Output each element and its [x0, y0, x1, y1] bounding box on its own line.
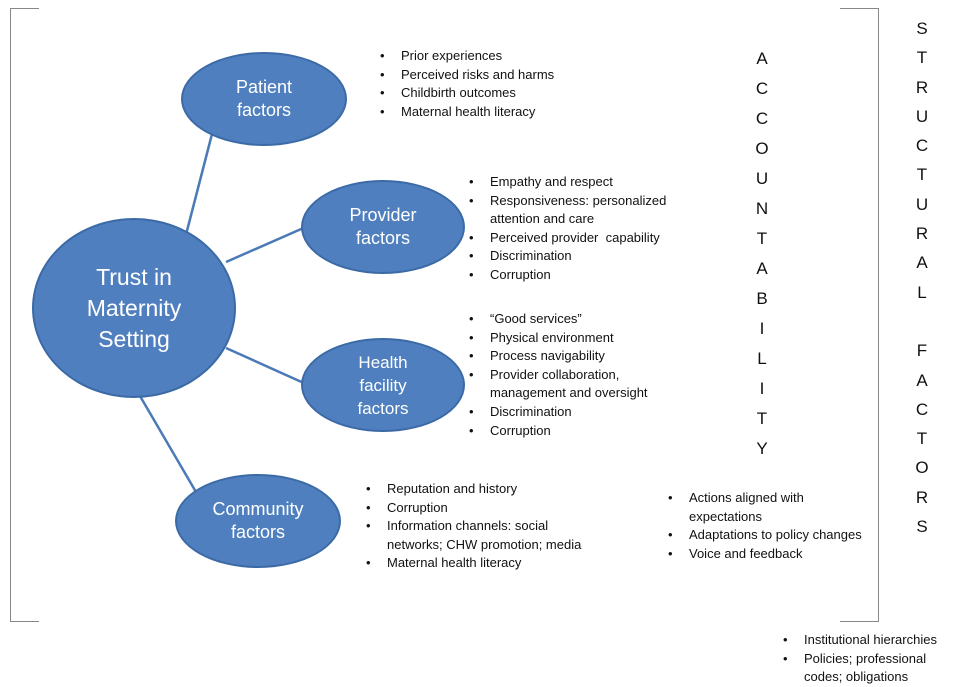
- letter: I: [759, 319, 765, 338]
- structural-factors-vertical-label: S T R U C T U R A L F A C T O R S: [912, 14, 932, 541]
- connector-provider: [225, 224, 309, 264]
- letter: A: [756, 49, 768, 68]
- letter: U: [915, 194, 929, 214]
- health-facility-factors-node: Health facility factors: [301, 338, 465, 432]
- community-factors-list: Reputation and history Corruption Inform…: [362, 480, 581, 573]
- letter: O: [755, 139, 769, 158]
- list-item: Empathy and respect: [465, 173, 666, 192]
- list-item: Provider collaboration, management and o…: [465, 366, 648, 403]
- list-item: Physical environment: [465, 329, 648, 348]
- trust-center-node: Trust in Maternity Setting: [32, 218, 236, 398]
- letter: S: [916, 19, 928, 38]
- community-factors-node: Community factors: [175, 474, 341, 568]
- letter: T: [916, 429, 928, 449]
- list-item: Information channels: social networks; C…: [362, 517, 581, 554]
- structural-factors-list: Institutional hierarchies Policies; prof…: [779, 631, 937, 687]
- letter: B: [756, 289, 768, 308]
- list-item: Voice and feedback: [664, 545, 862, 564]
- list-item: Corruption: [362, 499, 581, 518]
- letter: I: [759, 379, 765, 398]
- letter: U: [915, 106, 929, 126]
- patient-factors-label: Patient factors: [235, 77, 293, 120]
- patient-factors-list: Prior experiences Perceived risks and ha…: [376, 47, 554, 121]
- list-item: Discrimination: [465, 247, 666, 266]
- letter: R: [915, 77, 929, 97]
- list-item: Policies; professional codes; obligation…: [779, 650, 937, 687]
- letter: S: [916, 517, 928, 537]
- list-item: Corruption: [465, 266, 666, 285]
- list-item: Responsiveness: personalized attention a…: [465, 192, 666, 229]
- letter: O: [915, 458, 929, 478]
- list-item: Adaptations to policy changes: [664, 526, 862, 545]
- connector-community: [138, 395, 198, 493]
- list-item: Maternal health literacy: [362, 554, 581, 573]
- letter: C: [755, 109, 769, 128]
- accountability-list: Actions aligned with expectations Adapta…: [664, 489, 862, 563]
- letter: T: [916, 165, 928, 185]
- community-factors-label: Community factors: [212, 499, 304, 542]
- provider-factors-label: Provider factors: [349, 205, 417, 248]
- list-item: Discrimination: [465, 403, 648, 422]
- letter: A: [916, 253, 928, 273]
- list-item: Process navigability: [465, 347, 648, 366]
- letter: A: [756, 259, 768, 278]
- letter: T: [756, 409, 768, 428]
- letter: F: [916, 341, 928, 361]
- right-bracket: [840, 8, 879, 622]
- connector-facility: [225, 346, 307, 386]
- letter: L: [917, 282, 927, 302]
- list-item: Prior experiences: [376, 47, 554, 66]
- letter: C: [755, 79, 769, 98]
- accountability-vertical-label: A C C O U N T A B I L I T Y: [752, 44, 772, 464]
- list-item: Perceived provider capability: [465, 229, 666, 248]
- left-bracket: [10, 8, 39, 622]
- letter: Y: [756, 439, 768, 458]
- list-item: Childbirth outcomes: [376, 84, 554, 103]
- letter: C: [915, 399, 929, 419]
- list-item: “Good services”: [465, 310, 648, 329]
- provider-factors-list: Empathy and respect Responsiveness: pers…: [465, 173, 666, 285]
- letter: R: [915, 487, 929, 507]
- health-facility-factors-label: Health facility factors: [357, 352, 409, 418]
- letter: L: [757, 349, 767, 368]
- letter-gap: [912, 307, 932, 336]
- list-item: Corruption: [465, 422, 648, 441]
- list-item: Actions aligned with expectations: [664, 489, 862, 526]
- list-item: Perceived risks and harms: [376, 66, 554, 85]
- letter: N: [755, 199, 769, 218]
- list-item: Maternal health literacy: [376, 103, 554, 122]
- letter: R: [915, 224, 929, 244]
- letter: A: [916, 370, 928, 390]
- trust-center-label: Trust in Maternity Setting: [86, 263, 182, 352]
- letter: C: [915, 136, 929, 156]
- list-item: Institutional hierarchies: [779, 631, 937, 650]
- letter: U: [755, 169, 769, 188]
- letter: T: [756, 229, 768, 248]
- letter: T: [916, 48, 928, 68]
- list-item: Reputation and history: [362, 480, 581, 499]
- provider-factors-node: Provider factors: [301, 180, 465, 274]
- patient-factors-node: Patient factors: [181, 52, 347, 146]
- health-facility-factors-list: “Good services” Physical environment Pro…: [465, 310, 648, 440]
